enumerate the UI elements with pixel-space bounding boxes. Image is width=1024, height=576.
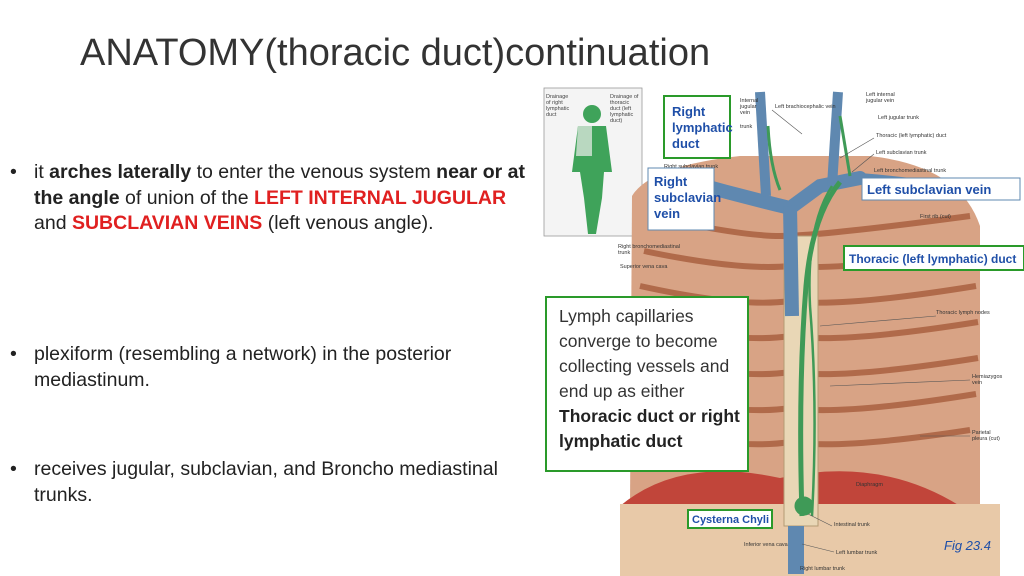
left-subclavian-trunk-label: Left subclavian trunk [876,150,927,156]
bullet-dot-icon: • [10,343,17,365]
callout-line: Lymph capillaries [559,306,694,326]
bullet-item: • receives jugular, subclavian, and Bron… [10,457,530,508]
svg-text:trunk: trunk [618,250,630,256]
jugular-trunk-label: trunk [740,124,752,130]
callout-line-emphasis: lymphatic duct [559,431,683,451]
superior-vena-cava-label: Superior vena cava [620,264,668,270]
svg-text:Left subclavian vein: Left subclavian vein [867,182,991,197]
inferior-vena-cava-label: Inferior vena cava [744,542,789,548]
callout-line-emphasis: Thoracic duct or right [559,406,740,426]
bullet-text: plexiform (resembling a network) in the … [34,343,452,391]
first-rib-label: First rib (cut) [920,214,951,220]
bullet-item: • it arches laterally to enter the venou… [10,160,530,237]
slide-title: ANATOMY(thoracic duct)continuation [80,32,711,74]
small-anatomy-labels: Internal jugular vein trunk Left brachio… [618,92,1003,572]
leader-lines [771,109,971,553]
lymphatic-vessels [766,115,852,517]
left-lumbar-trunk-label: Left lumbar trunk [836,550,878,556]
right-lumbar-trunk-label: Right lumbar trunk [800,566,845,572]
svg-text:jugular vein: jugular vein [865,98,894,104]
thoracic-duct-box: Thoracic (left lymphatic) duct [843,245,1024,271]
svg-text:vein: vein [740,110,750,116]
thoracic-lymph-nodes-label: Thoracic lymph nodes [936,310,990,316]
svg-text:Cysterna Chyli: Cysterna Chyli [692,514,769,526]
callout-box: Lymph capillaries converge to become col… [545,296,749,472]
callout-line: end up as either [559,381,685,401]
bullet-text: it arches laterally to enter the venous … [34,161,526,234]
bullet-text: receives jugular, subclavian, and Bronch… [34,458,498,506]
figure-caption: Fig 23.4 [944,538,991,553]
body-silhouette-icon [543,87,643,237]
left-jugular-trunk-label: Left jugular trunk [878,115,919,121]
svg-text:Thoracic (left lymphatic) duct: Thoracic (left lymphatic) duct [849,252,1016,266]
callout-line: converge to become [559,331,718,351]
hemiazygos-vein-label: Hemiazygos [972,374,1003,380]
bullet-dot-icon: • [10,458,17,480]
left-brachiocephalic-vein-label: Left brachiocephalic vein [775,104,836,110]
thoracic-duct-small-label: Thoracic (left lymphatic) duct [876,133,947,139]
left-subclavian-vein-box: Left subclavian vein [861,177,1021,201]
svg-text:jugular: jugular [739,104,757,110]
svg-text:pleura (cut): pleura (cut) [972,436,1000,442]
intestinal-trunk-label: Intestinal trunk [834,522,870,528]
diaphragm-label: Diaphragm [856,482,883,488]
right-subclavian-trunk-label: Right subclavian trunk [664,164,718,170]
left-bronchomediastinal-trunk-label: Left bronchomediastinal trunk [874,168,946,174]
callout-line: collecting vessels and [559,356,730,376]
bullet-item: • plexiform (resembling a network) in th… [10,342,530,393]
bullet-dot-icon: • [10,161,17,183]
right-bronchomediastinal-trunk-label: Right bronchomediastinal [618,244,680,250]
cisterna-chyli-box: Cysterna Chyli [687,509,773,529]
svg-text:vein: vein [972,380,982,386]
parietal-pleura-label: Parietal [972,430,991,436]
left-internal-jugular-label: Left internal [866,92,895,98]
internal-jugular-label: Internal [740,98,758,104]
